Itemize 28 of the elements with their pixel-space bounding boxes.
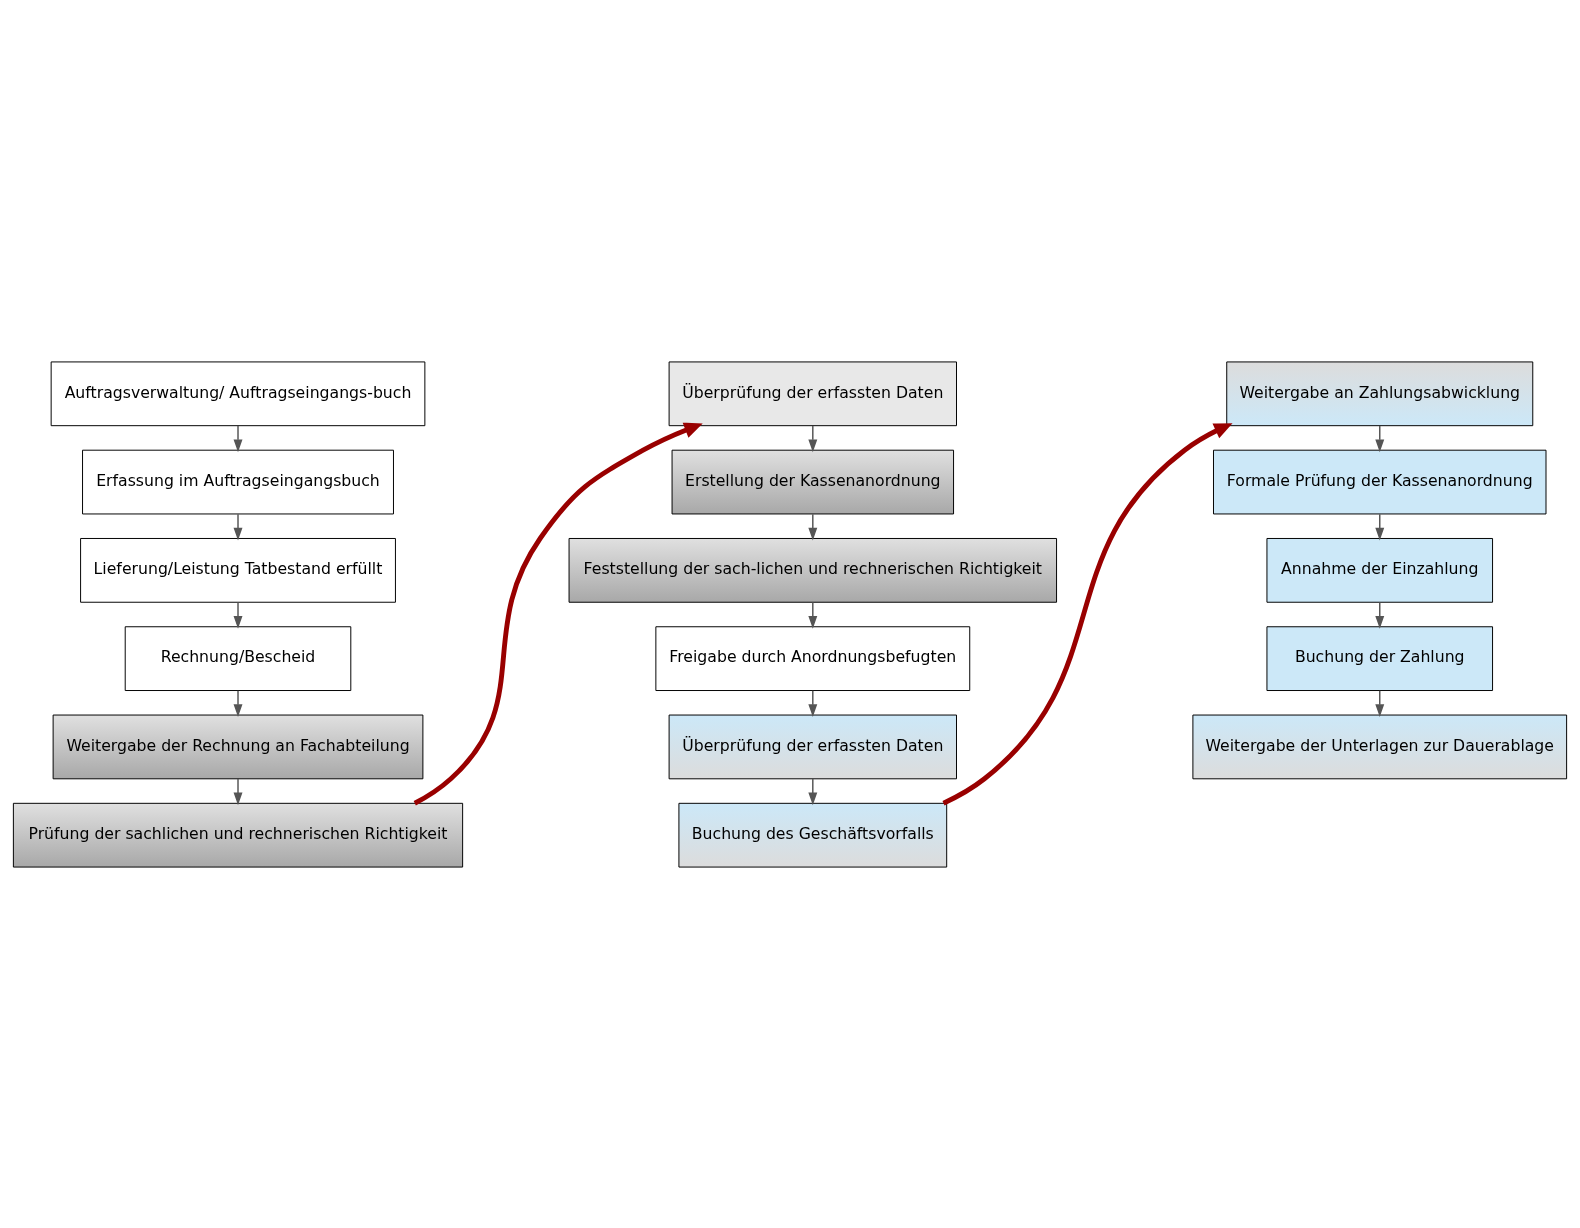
arrow	[808, 601, 818, 629]
arrow	[233, 689, 243, 717]
arrow	[808, 689, 818, 717]
node-box: Erstellung der Kassenanordnung	[671, 449, 955, 514]
arrow	[808, 777, 818, 805]
arrow	[233, 777, 243, 805]
node-box: Formale Prüfung der Kassenanordnung	[1213, 449, 1547, 514]
arrow	[233, 601, 243, 629]
node-box: Erfassung im Auftragseingangsbuch	[82, 449, 394, 514]
node-box: Überprüfung der erfassten Daten	[668, 360, 957, 426]
node-box: Prüfung der sachlichen und rechnerischen Richtigkeit	[12, 802, 464, 868]
node-box: Weitergabe der Unterlagen zur Dauerablage	[1192, 714, 1568, 779]
node-box: Rechnung/Bescheid	[124, 625, 352, 691]
node-box: Annahme der Einzahlung	[1266, 537, 1494, 603]
arrow	[808, 424, 818, 452]
node-box: Auftragsverwaltung/ Auftragseingangs-buch	[50, 360, 426, 426]
node-box: Buchung des Geschäftsvorfalls	[678, 802, 948, 868]
node-box: Freigabe durch Anordnungsbefugten	[655, 625, 971, 691]
node-box: Weitergabe der Rechnung an Fachabteilung	[52, 714, 424, 779]
node-box: Feststellung der sach-lichen und rechnerischen Richtigkeit	[568, 537, 1058, 603]
node-box: Weitergabe an Zahlungsabwicklung	[1226, 360, 1534, 426]
arrow	[808, 513, 818, 540]
arrow	[233, 424, 243, 452]
node-box: Buchung der Zahlung	[1266, 625, 1494, 691]
arrow	[942, 422, 1233, 805]
node-box: Lieferung/Leistung Tatbestand erfüllt	[80, 537, 396, 603]
arrow	[233, 513, 243, 540]
node-box: Überprüfung der erfassten Daten	[668, 714, 957, 779]
